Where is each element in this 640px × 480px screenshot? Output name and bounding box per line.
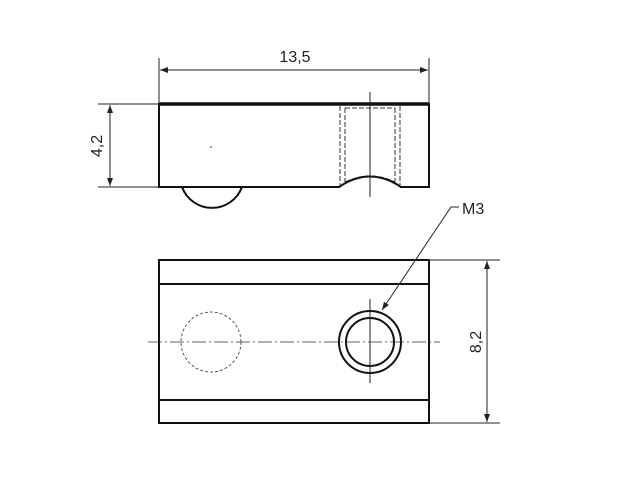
bottom-pin-arc xyxy=(181,186,243,209)
side-height-dimension: 4,2 xyxy=(89,135,106,157)
plan-view-outline xyxy=(158,259,430,424)
plan-height-dimension: 8,2 xyxy=(468,331,485,353)
thread-leader xyxy=(381,206,459,311)
thread-callout: M3 xyxy=(462,201,484,218)
plan-view: M3 8,2 xyxy=(148,201,500,424)
width-dimension: 13,5 xyxy=(279,49,310,66)
side-view: 13,5 4,2 xyxy=(89,49,430,209)
side-view-outline xyxy=(158,103,430,188)
